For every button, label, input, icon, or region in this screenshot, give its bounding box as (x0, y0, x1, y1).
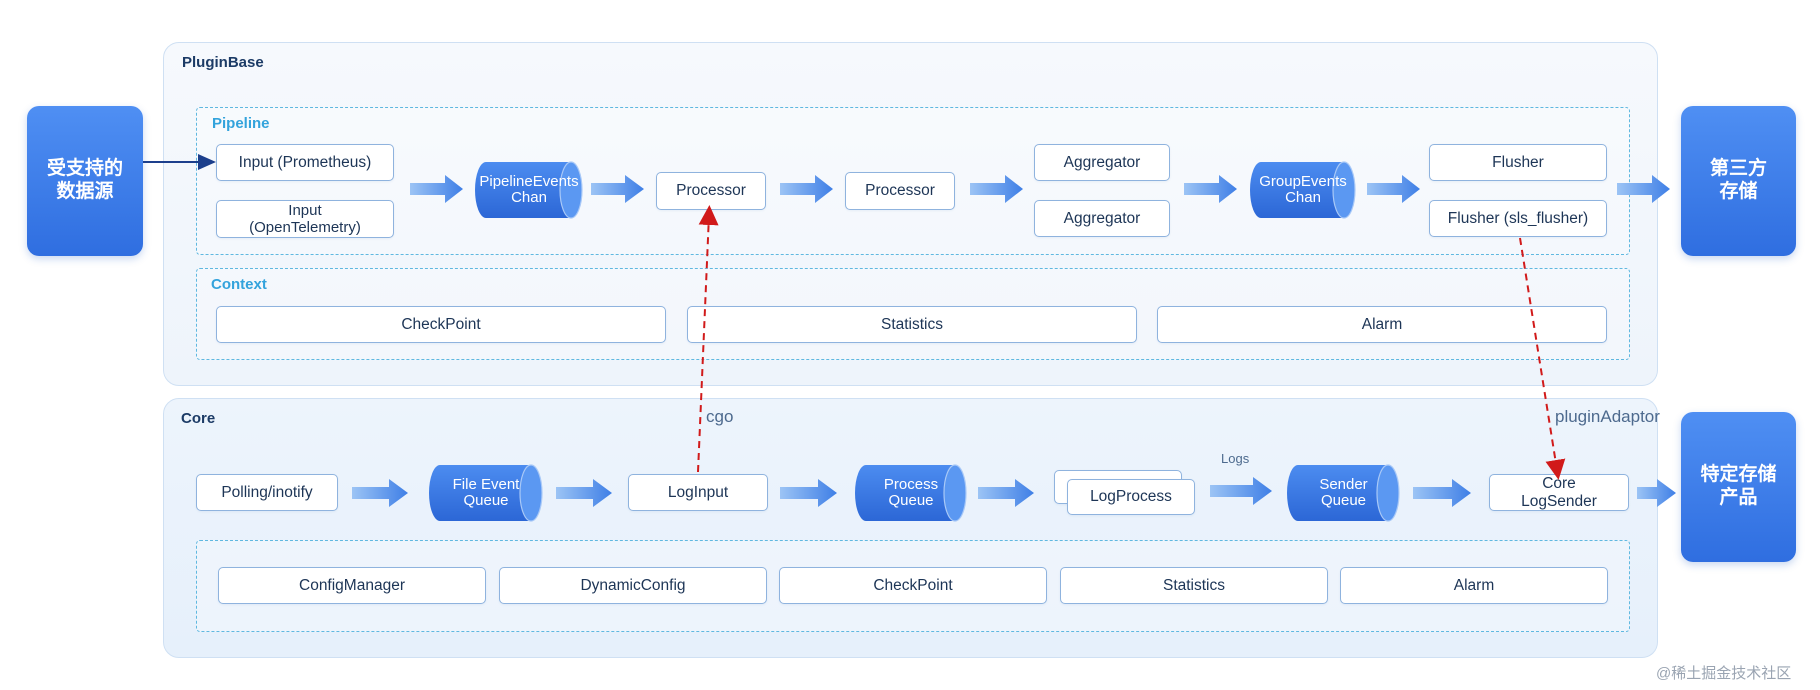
arrow-processor-to-aggregator (970, 175, 1023, 203)
core-statistics-box: Statistics (1060, 567, 1328, 604)
log-input-box: LogInput (628, 474, 768, 511)
supported-data-sources-block: 受支持的 数据源 (27, 106, 143, 256)
arrow-aggregator-to-chan (1184, 175, 1237, 203)
group-events-chan-cylinder (1250, 161, 1356, 219)
core-checkpoint-box: CheckPoint (779, 567, 1047, 604)
pluginbase-title: PluginBase (182, 54, 264, 71)
cgo-dashed-arrow (697, 205, 719, 473)
plugin-adaptor-dashed-arrow (1519, 237, 1566, 480)
arrow-queue-to-logprocess (978, 479, 1034, 507)
config-manager-box: ConfigManager (218, 567, 486, 604)
arrow-loginput-to-process-queue (780, 479, 837, 507)
core-title: Core (181, 410, 216, 427)
dynamic-config-box: DynamicConfig (499, 567, 767, 604)
context-checkpoint-box: CheckPoint (216, 306, 666, 343)
sender-queue-label: Sender Queue (1319, 475, 1368, 509)
context-statistics-box: Statistics (687, 306, 1137, 343)
arrow-sender-to-logsender (1413, 479, 1471, 507)
process-queue-label: Process Queue (883, 475, 939, 509)
arrow-input-to-chan (410, 175, 463, 203)
flusher-sls-box: Flusher (sls_flusher) (1429, 200, 1607, 237)
context-title: Context (211, 276, 267, 293)
arrow-logsender-to-storage (1637, 479, 1676, 507)
arrow-chan-to-flusher (1367, 175, 1420, 203)
arrow-logprocess-to-sender (1210, 477, 1272, 505)
sender-queue-cylinder (1287, 464, 1400, 522)
arrow-chan-to-processor (591, 175, 644, 203)
processor-box-2: Processor (845, 172, 955, 210)
aggregator-box-2: Aggregator (1034, 200, 1170, 237)
watermark: @稀土掘金技术社区 (1656, 665, 1792, 682)
pipeline-title: Pipeline (212, 115, 270, 132)
input-opentelemetry-box: Input (OpenTelemetry) (216, 200, 394, 238)
log-process-box: LogProcess (1067, 479, 1195, 515)
arrow-flusher-to-storage (1617, 175, 1670, 203)
core-flow-arrows (352, 477, 1676, 507)
input-prometheus-box: Input (Prometheus) (216, 144, 394, 181)
plugin-adaptor-label: pluginAdaptor (1555, 407, 1660, 426)
pipeline-events-chan-cylinder (475, 161, 583, 219)
pipeline-flow-arrows (410, 175, 1670, 203)
core-panel (163, 398, 1658, 658)
processor-box-1: Processor (656, 172, 766, 210)
pipeline-events-chan-label: PipelineEvents Chan (479, 172, 579, 206)
arrow-processor-to-processor (780, 175, 833, 203)
flusher-box: Flusher (1429, 144, 1607, 181)
file-event-queue-cylinder (429, 464, 543, 522)
aggregator-box-1: Aggregator (1034, 144, 1170, 181)
core-alarm-box: Alarm (1340, 567, 1608, 604)
file-event-queue-label: File Event Queue (452, 475, 520, 509)
logs-label: Logs (1221, 451, 1250, 466)
arrow-polling-to-queue (352, 479, 408, 507)
group-events-chan-label: GroupEvents Chan (1259, 172, 1347, 206)
specific-storage-product-block: 特定存储 产品 (1681, 412, 1796, 562)
process-queue-cylinder (855, 464, 967, 522)
arrow-queue-to-loginput (556, 479, 612, 507)
cgo-label: cgo (706, 407, 734, 426)
polling-inotify-box: Polling/inotify (196, 474, 338, 511)
third-party-storage-block: 第三方 存储 (1681, 106, 1796, 256)
